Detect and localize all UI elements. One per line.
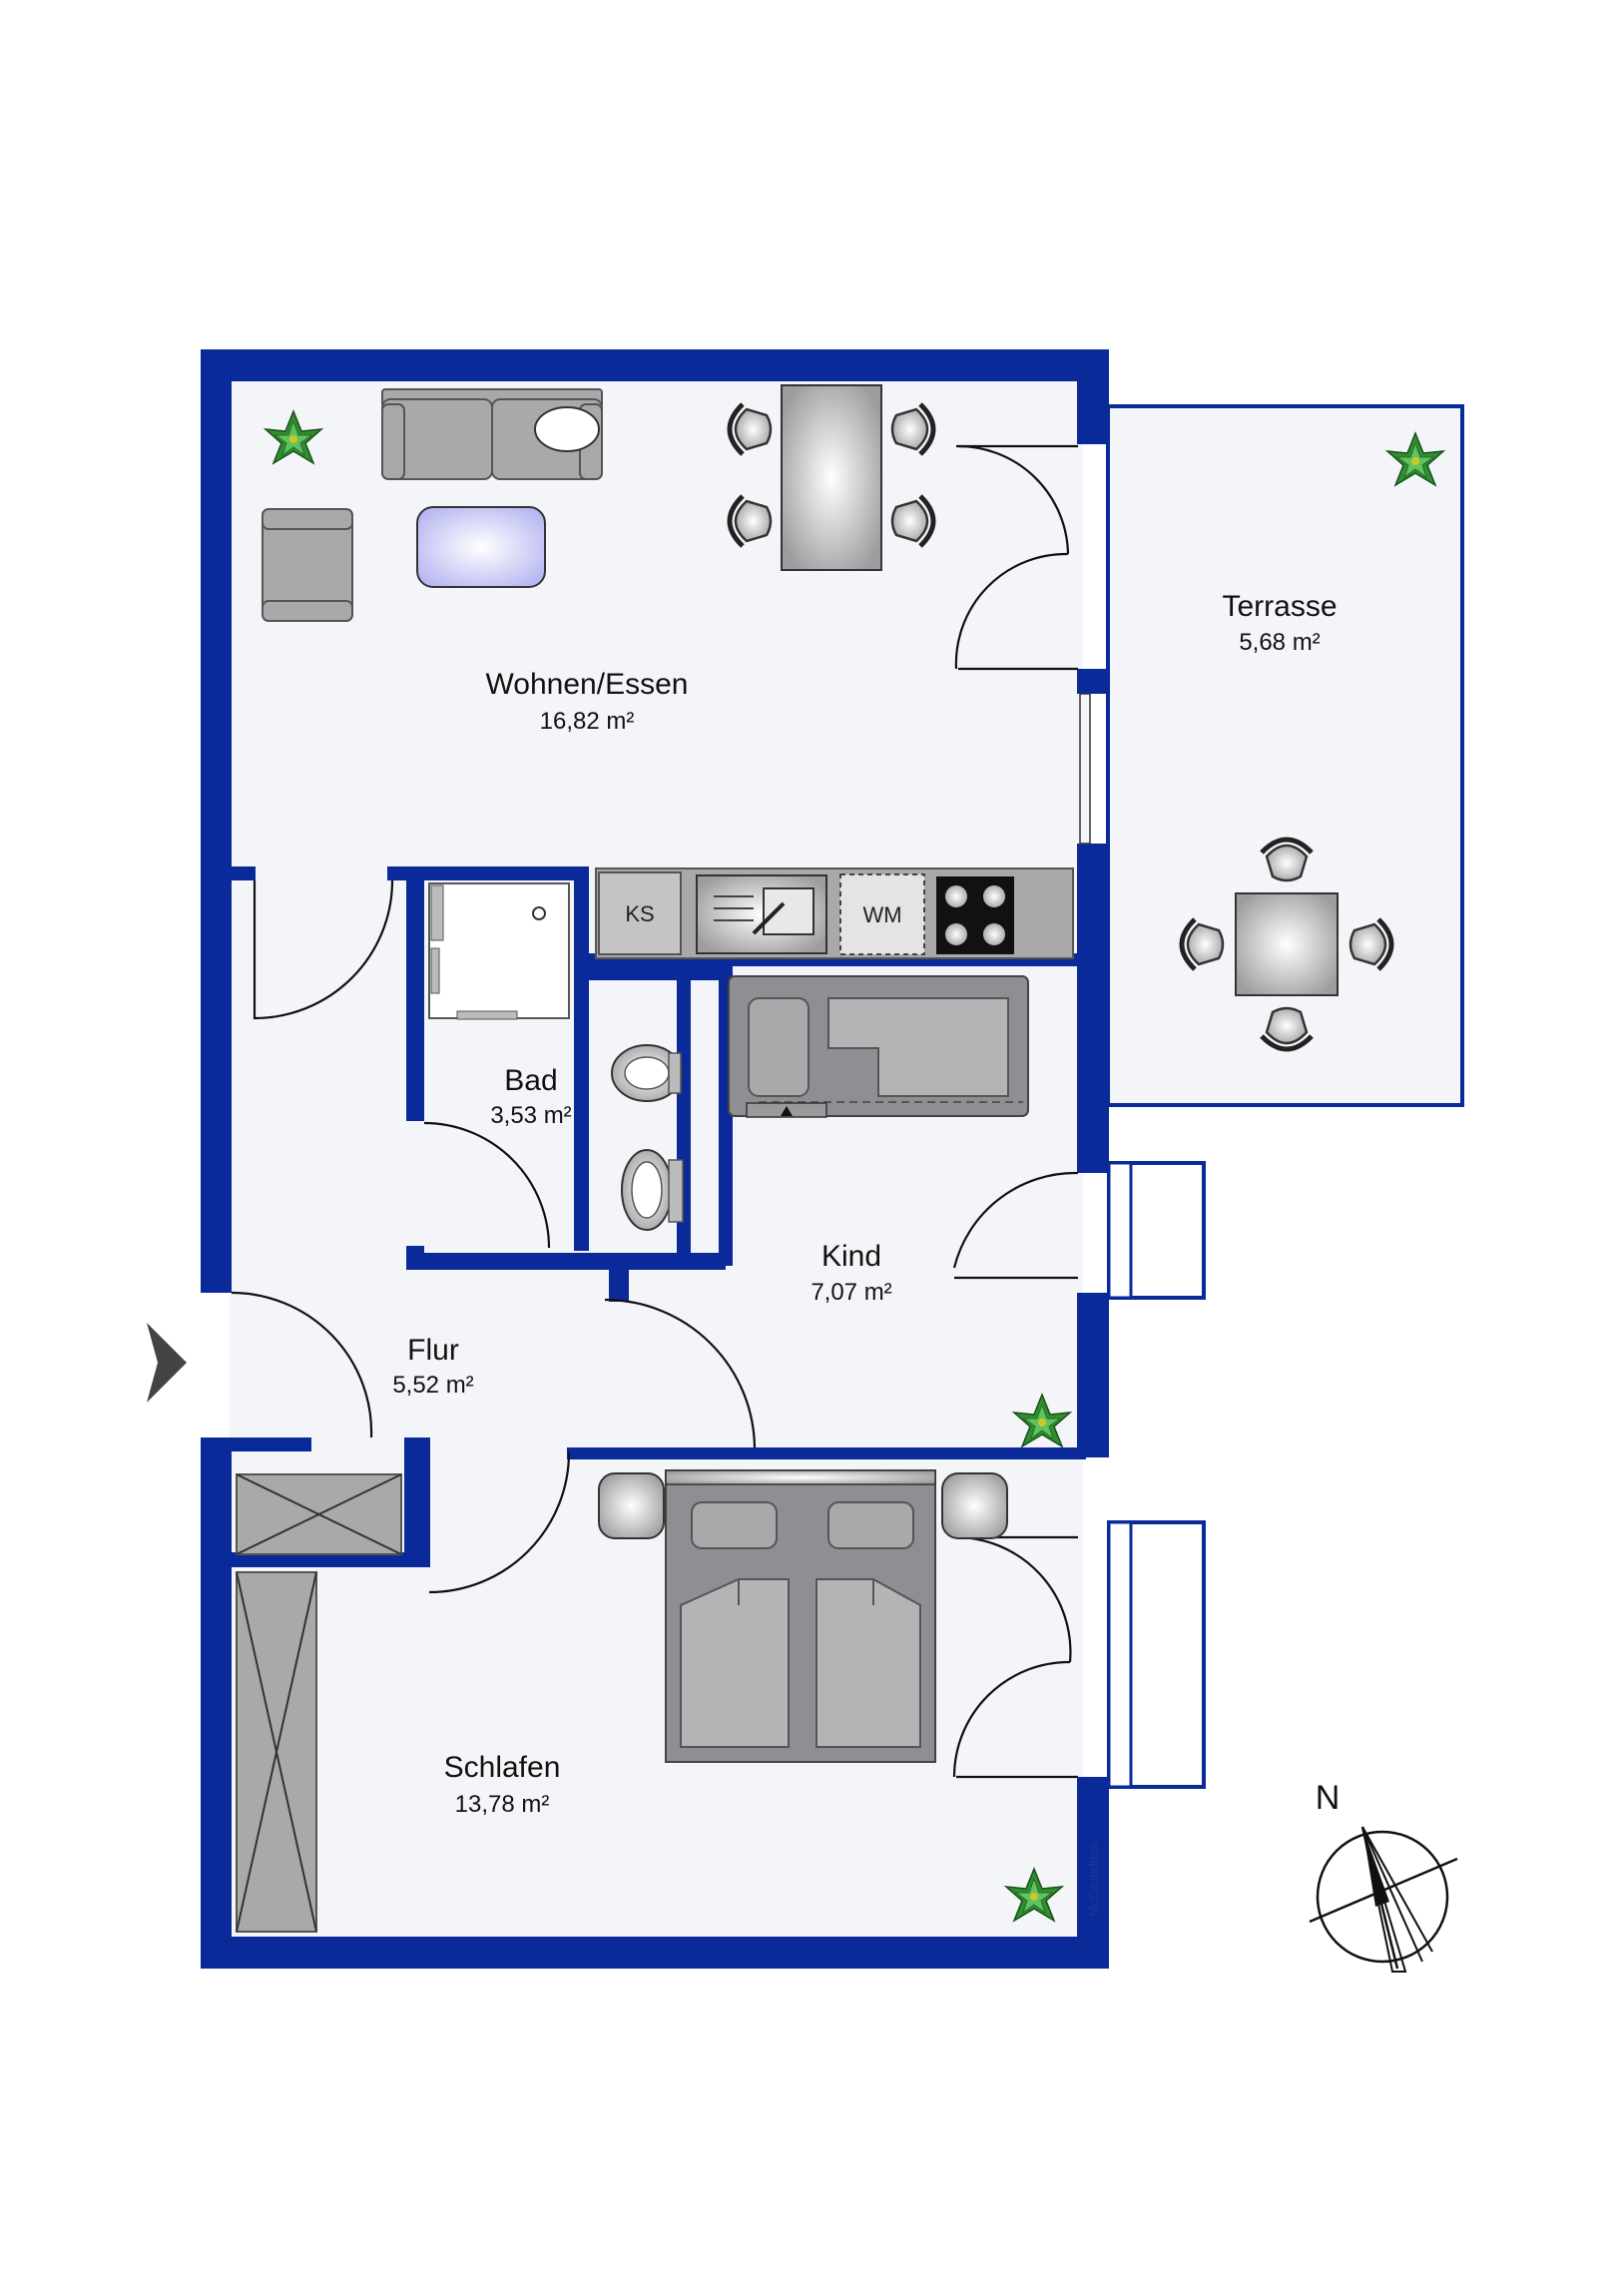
nightstand-left <box>598 1472 665 1539</box>
nightstand-right <box>941 1472 1008 1539</box>
room-name-bad: Bad <box>504 1064 557 1097</box>
room-labels: Wohnen/Essen 16,82 m² Terrasse 5,68 m² B… <box>392 590 1337 1818</box>
window-living <box>1079 693 1091 845</box>
fridge <box>598 871 682 955</box>
shower <box>428 882 570 1019</box>
room-area-kind: 7,07 m² <box>811 1279 891 1306</box>
room-area-wohnen: 16,82 m² <box>540 708 635 735</box>
terrace-furniture <box>1182 840 1391 1049</box>
room-name-flur: Flur <box>407 1334 459 1367</box>
cooktop <box>936 876 1014 954</box>
room-area-flur: 5,52 m² <box>392 1372 473 1399</box>
room-name-schlafen: Schlafen <box>444 1751 561 1784</box>
room-area-terrasse: 5,68 m² <box>1239 629 1320 656</box>
room-name-kind: Kind <box>821 1240 881 1273</box>
kids-bed <box>728 975 1029 1118</box>
compass-north-label: N <box>1316 1779 1341 1817</box>
washer <box>839 873 925 955</box>
room-name-terrasse: Terrasse <box>1222 590 1337 623</box>
terrace-area <box>1106 404 1464 1107</box>
entrance-arrow-icon <box>147 1323 187 1403</box>
exterior-walls <box>201 349 1109 1969</box>
compass-icon: N <box>1309 1779 1458 1973</box>
credit-label: McGrundriss <box>1086 1843 1101 1917</box>
double-bed <box>598 1469 1008 1763</box>
living-furniture <box>262 384 933 622</box>
window-balconies <box>1107 1161 1206 1789</box>
wardrobes <box>236 1473 402 1933</box>
washer-label: WM <box>862 902 901 927</box>
room-area-bad: 3,53 m² <box>490 1102 571 1129</box>
room-area-schlafen: 13,78 m² <box>455 1791 550 1818</box>
floors <box>230 379 1464 1952</box>
fridge-label: KS <box>625 901 654 926</box>
room-name-wohnen: Wohnen/Essen <box>486 668 689 701</box>
bathroom-fixtures <box>428 882 684 1231</box>
kitchen-row: KS WM <box>595 867 1074 959</box>
doors <box>231 444 1079 1779</box>
